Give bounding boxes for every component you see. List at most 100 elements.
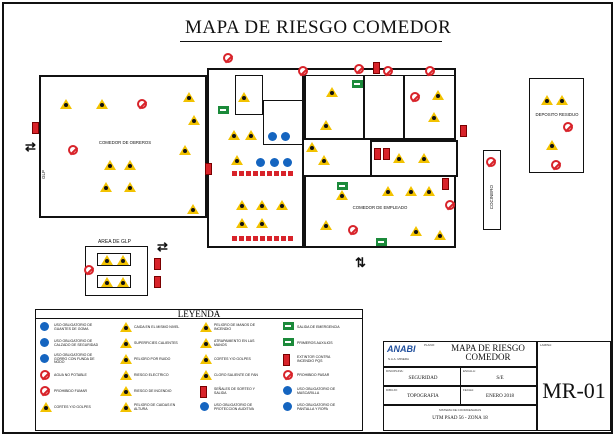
- legend-symbol-icon: [40, 338, 51, 349]
- legend-symbol-icon: [120, 338, 132, 349]
- legend-symbol-icon: [40, 386, 51, 397]
- hazard-icon: [336, 190, 348, 200]
- legend-symbol-icon: [120, 402, 132, 413]
- hazard-icon: [60, 99, 72, 109]
- title-block-col: [460, 367, 537, 405]
- cocinero-label: COCINERO: [489, 185, 494, 210]
- legend-item-label: USO OBLIGATORIO DE PROTECCION AUDITIVA: [214, 402, 254, 411]
- room-divider: [263, 100, 303, 145]
- legend-symbol-icon: [283, 338, 294, 349]
- company-logo: ANABI: [387, 344, 416, 354]
- empleados-upper-rooms: [370, 140, 458, 177]
- legend-item: SALIDA DE EMERGENCIA: [283, 322, 343, 333]
- hazard-icon: [423, 186, 435, 196]
- legend-symbol-icon: [283, 386, 294, 397]
- room-divider: [404, 75, 456, 140]
- evacuation-arrow-icon: ⇄: [157, 239, 168, 254]
- title-block-lamina: [537, 341, 611, 431]
- emergency-exit-icon: [376, 238, 387, 246]
- hazard-icon: [101, 277, 113, 287]
- fire-extinguisher-icon: [383, 148, 390, 160]
- evacuation-arrow-icon: ⇅: [355, 255, 366, 270]
- legend-symbol-icon: [120, 370, 132, 381]
- lamina-value: MR-01: [542, 378, 606, 403]
- legend-item: USO OBLIGATORIO DE GORRO CON FUNDA DE NO…: [40, 353, 100, 365]
- hazard-floor-tile: [231, 170, 238, 177]
- prohibition-icon: [354, 64, 364, 74]
- deposito-residuo-label: DEPOSITO RESIDUO: [535, 112, 579, 117]
- glp-side-label: GLP: [41, 170, 46, 180]
- legend-item-label: USO OBLIGATORIO DE GORRO CON FUNDA DE NO…: [54, 353, 95, 365]
- legend-symbol-icon: [40, 370, 51, 381]
- hazard-icon: [117, 277, 129, 287]
- legend-symbol-icon: [40, 322, 51, 333]
- hazard-floor-tile: [252, 235, 259, 242]
- title-block-header: [383, 341, 537, 367]
- fire-extinguisher-icon: [32, 122, 39, 134]
- hazard-floor-tile: [231, 235, 238, 242]
- emergency-exit-icon: [352, 80, 363, 88]
- emergency-exit-icon: [218, 106, 229, 114]
- legend-item: CORTES Y/O GOLPES: [200, 354, 260, 365]
- legend-item: PELIGRO DE MANOS DE INCENDIO: [200, 322, 260, 333]
- coord-value: UTM PSAD 56 - ZONA 18: [432, 416, 488, 421]
- legend-item: RIESGO DE INCENDIO: [120, 386, 180, 397]
- hazard-icon: [124, 182, 136, 192]
- prohibition-icon: [563, 122, 573, 132]
- legend-item-label: ATRAPAMIENTO EN LAS MANOS: [214, 338, 255, 347]
- cocinero-room: [483, 150, 501, 230]
- hazard-icon: [556, 95, 568, 105]
- legend-item: USO OBLIGATORIO DE PROTECCION AUDITIVA: [200, 402, 260, 413]
- fire-extinguisher-icon: [154, 258, 161, 270]
- mandatory-ppe-icon: [283, 158, 292, 167]
- legend-item-label: CORTES Y/O GOLPES: [54, 404, 91, 409]
- legend-item: EXTINTOR CONTRA INCENDIO PQS: [283, 354, 343, 366]
- hazard-icon: [188, 115, 200, 125]
- legend-item: SEÑALES DE SORTEO Y SALIDA: [200, 386, 260, 398]
- legend-symbol-icon: [200, 322, 212, 333]
- legend-item-label: SUPERFICIES CALIENTES: [134, 340, 178, 345]
- room-divider: [304, 75, 364, 140]
- mandatory-ppe-icon: [270, 158, 279, 167]
- prohibition-icon: [223, 53, 233, 63]
- kitchen-block: [207, 68, 304, 248]
- hazard-icon: [306, 142, 318, 152]
- legend-item: AGUA NO POTABLE: [40, 370, 100, 381]
- hazard-icon: [393, 153, 405, 163]
- legend-item: CORTES Y/O GOLPES: [40, 402, 100, 413]
- legend-title: LEYENDA: [36, 310, 362, 319]
- hazard-floor-tile: [287, 235, 294, 242]
- legend-symbol-icon: [40, 354, 51, 365]
- hazard-icon: [124, 160, 136, 170]
- hazard-icon: [100, 182, 112, 192]
- hazard-icon: [183, 92, 195, 102]
- hazard-floor-tile: [245, 170, 252, 177]
- hazard-icon: [410, 226, 422, 236]
- hazard-icon: [238, 92, 250, 102]
- hazard-icon: [231, 155, 243, 165]
- hazard-icon: [117, 255, 129, 265]
- legend-item: PELIGRO POR RUIDO: [120, 354, 180, 365]
- legend-item: CLORO SALIENTE DE FAN: [200, 370, 260, 381]
- legend-symbol-icon: [200, 338, 212, 349]
- legend-symbol-icon: [283, 370, 294, 381]
- hazard-icon: [236, 218, 248, 228]
- legend-item-label: PROHIBIDO FUMAR: [54, 388, 88, 393]
- hazard-icon: [434, 230, 446, 240]
- mandatory-ppe-icon: [256, 158, 265, 167]
- legend-item-label: USO OBLIGATORIO DE PANTALLA Y ROPA: [297, 402, 336, 411]
- hazard-floor-tile: [273, 235, 280, 242]
- hazard-floor-tile: [238, 170, 245, 177]
- legend-item: RIESGO ELECTRICO: [120, 370, 180, 381]
- legend-symbol-icon: [120, 354, 132, 365]
- hazard-floor-tile: [245, 235, 252, 242]
- legend-item-label: PROHIBIDO PASAR: [297, 372, 330, 377]
- prohibition-icon: [425, 66, 435, 76]
- legend-symbol-icon: [283, 354, 294, 366]
- hazard-icon: [228, 130, 240, 140]
- hazard-floor-tile: [280, 235, 287, 242]
- legend-symbol-icon: [200, 402, 211, 413]
- legend-item-label: PELIGRO POR RUIDO: [134, 356, 171, 361]
- legend-item: PROHIBIDO PASAR: [283, 370, 343, 381]
- legend-item: PROHIBIDO FUMAR: [40, 386, 100, 397]
